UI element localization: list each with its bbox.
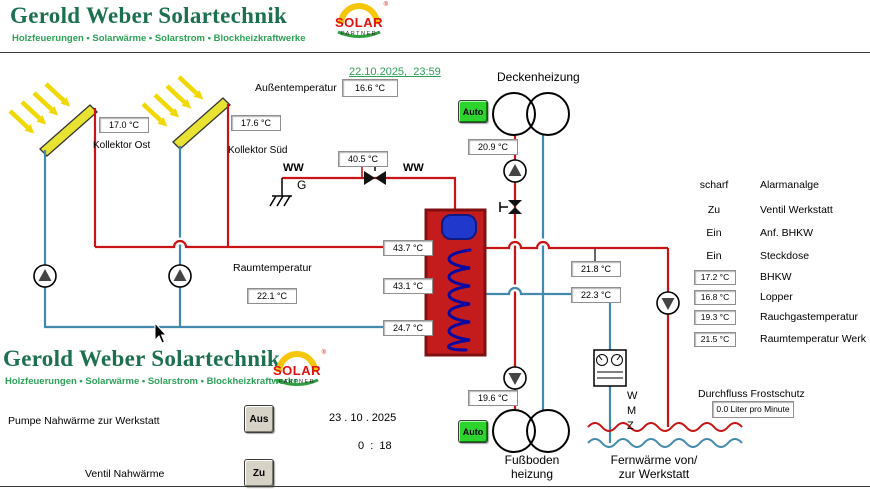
temp-display-outdoor: 16.6 °C [342, 79, 398, 97]
logo-solar-text: SOLAR [273, 363, 321, 378]
pumpe-nahwaerme-label: Pumpe Nahwärme zur Werkstatt [8, 415, 160, 427]
brand-title-bottom: Gerold Weber Solartechnik [3, 346, 281, 371]
pipe-hot-tank-supply [482, 238, 670, 427]
label-lopper: Lopper [760, 291, 793, 303]
wmz-letter-w: W [627, 390, 638, 402]
deckenheizung-label: Deckenheizung [497, 70, 580, 84]
fussboden-label-line2: heizung [510, 467, 554, 481]
brand-subtitle-top: Holzfeuerungen • Solarwärme • Solarstrom… [12, 33, 306, 44]
logo-solar-text: SOLAR [335, 15, 383, 30]
heating-coil-icon [447, 248, 472, 352]
fussboden-label-line1: Fußboden [504, 453, 560, 467]
temp-display-raum-werk: 21.5 °C [694, 332, 736, 347]
temp-display-return-line: 22.3 °C [571, 287, 621, 303]
temp-display-deckenheizung: 20.9 °C [468, 139, 518, 155]
fernwaerme-label: Fernwärme von/ zur Werkstatt [596, 453, 712, 481]
pipe-hot-collectors-to-tank [93, 104, 430, 251]
label-bhkw: BHKW [760, 271, 792, 283]
valve-ww-icon [364, 163, 386, 185]
sun-rays-ost-icon [8, 82, 71, 134]
auto-button-deckenheizung[interactable]: Auto [458, 100, 488, 123]
solar-partner-logo-graphic [275, 351, 319, 386]
ground-icon [269, 178, 292, 207]
temp-display-kollektor-ost: 17.0 °C [99, 117, 149, 133]
mouse-cursor [154, 321, 168, 344]
pump-fernwaerme-icon [656, 291, 680, 315]
datetime-display: 22.10.2025, 23:59 [349, 66, 441, 78]
fussboden-radiator-icon [492, 409, 570, 453]
kollektor-sued-label: Kollektor Süd [228, 145, 288, 156]
logo-partner-text: PARTNER [278, 379, 316, 385]
status-ventil-werkstatt: Zu [707, 204, 721, 216]
logo-registered-mark: ® [321, 350, 326, 356]
sun-rays-sued-icon [141, 75, 204, 127]
tank-heater-element [441, 214, 477, 240]
temp-display-bhkw: 17.2 °C [694, 270, 736, 285]
ventil-nahwaerme-button[interactable]: Zu [244, 459, 274, 487]
pump-collector-sued-icon [168, 264, 192, 288]
temp-display-fussboden: 19.6 °C [468, 390, 518, 406]
pump-collector-ost-icon [33, 264, 57, 288]
storage-tank [424, 208, 487, 357]
durchfluss-value: 0.0 Liter pro Minute [712, 401, 794, 418]
g-label: G [297, 178, 307, 192]
wmz-letter-z: Z [627, 420, 634, 432]
separator-line-top [0, 52, 870, 53]
durchfluss-label: Durchfluss Frostschutz [698, 388, 805, 400]
brand-subtitle-bottom: Holzfeuerungen • Solarwärme • Solarstrom… [5, 376, 299, 387]
label-alarm: Alarmanalge [760, 179, 819, 191]
ww-label-right: WW [403, 162, 424, 174]
temp-display-ww: 40.5 °C [338, 151, 388, 167]
wmz-letter-m: M [627, 405, 637, 417]
logo-partner-text: PARTNER [340, 31, 378, 37]
ventil-nahwaerme-label: Ventil Nahwärme [85, 468, 165, 480]
logo-registered-mark: ® [383, 2, 388, 8]
label-ventil-werkstatt: Ventil Werkstatt [760, 204, 833, 216]
solar-partner-logo-graphic [337, 3, 381, 38]
label-rauchgas: Rauchgastemperatur [760, 311, 859, 323]
pump-fussboden-icon [503, 366, 527, 390]
fernwaerme-wavy-lines [587, 422, 743, 448]
temp-display-kollektor-sued: 17.6 °C [231, 115, 281, 131]
brand-title-top: Gerold Weber Solartechnik [10, 3, 288, 28]
time-display: 0 : 18 [358, 440, 392, 452]
separator-line-bottom [0, 486, 870, 487]
wmz-meter-icon [593, 349, 627, 387]
temp-display-tank-top: 43.7 °C [383, 240, 433, 256]
temp-display-tank-bottom: 24.7 °C [383, 320, 433, 336]
ww-label-left: WW [283, 162, 304, 174]
collector-sued [172, 97, 231, 150]
pump-deckenheizung-icon [503, 159, 527, 183]
fernwaerme-label-line1: Fernwärme von/ [610, 453, 698, 467]
temp-display-rauchgas: 19.3 °C [694, 310, 736, 325]
pipe-cold-collector-ost [43, 146, 430, 329]
pumpe-nahwaerme-button[interactable]: Aus [244, 405, 274, 433]
date-display: 23 . 10 . 2025 [329, 412, 397, 424]
valve-deckenheizung-icon [499, 200, 522, 214]
fussboden-label: Fußboden heizung [490, 453, 574, 481]
solar-partner-logo-bottom: SOLAR PARTNER ® [268, 350, 326, 396]
label-raum-werk: Raumtemperatur Werk [760, 333, 867, 345]
temp-display-lopper: 16.8 °C [694, 290, 736, 305]
solar-partner-logo-top: SOLAR PARTNER ® [330, 2, 388, 48]
label-steckdose: Steckdose [760, 250, 810, 262]
pipe-hot-ww [282, 166, 457, 212]
status-alarm: scharf [699, 179, 729, 191]
pipe-cold-tank-return [482, 284, 610, 298]
temp-display-supply-line: 21.8 °C [571, 261, 621, 277]
status-steckdose: Ein [706, 250, 722, 262]
kollektor-ost-label: Kollektor Ost [93, 140, 151, 151]
temp-display-room: 22.1 °C [247, 288, 297, 304]
label-anf-bhkw: Anf. BHKW [760, 227, 814, 239]
temp-display-tank-mid: 43.1 °C [383, 278, 433, 294]
auto-button-fussboden[interactable]: Auto [458, 420, 488, 443]
deckenheizung-radiator-icon [492, 92, 570, 136]
fernwaerme-label-line2: zur Werkstatt [618, 467, 690, 481]
status-anf-bhkw: Ein [706, 227, 722, 239]
outdoor-temp-label: Außentemperatur [255, 82, 337, 94]
room-temp-label: Raumtemperatur [233, 262, 312, 274]
